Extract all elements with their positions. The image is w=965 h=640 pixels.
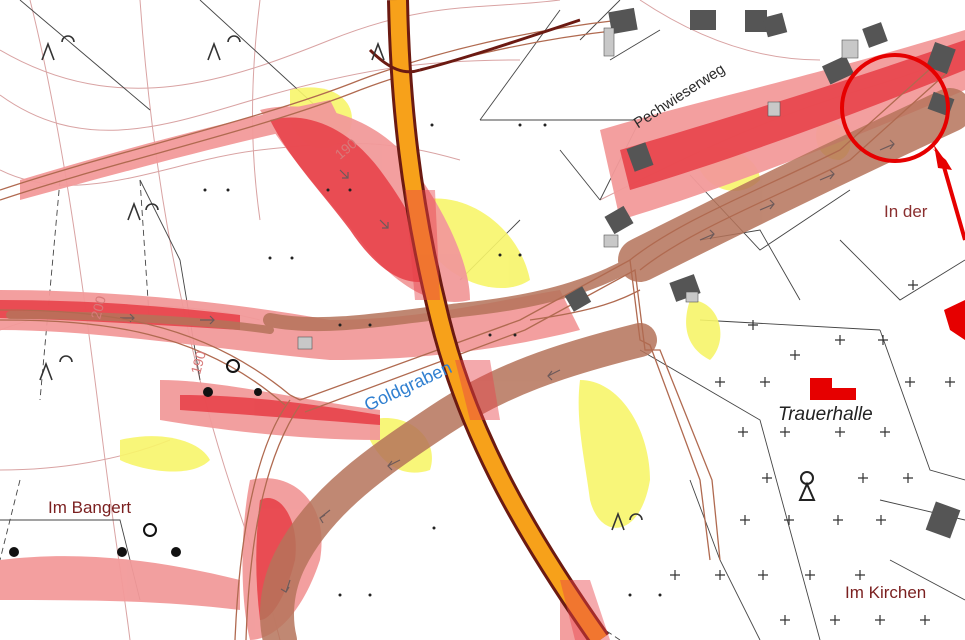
red-building-edge <box>944 300 965 340</box>
locality-label-im-kirchen: Im Kirchen <box>845 583 927 602</box>
vegetation-dots <box>203 123 662 597</box>
trauerhalle-building <box>810 378 856 400</box>
contour-labels: 190 190 200 <box>87 135 360 376</box>
locality-label-in-der: In der <box>884 202 928 221</box>
locality-label-im-bangert: Im Bangert <box>48 498 132 517</box>
buildings <box>564 7 961 539</box>
tree-symbols <box>9 359 262 557</box>
flow-channels <box>6 88 965 640</box>
paths <box>0 19 951 640</box>
pointer-arrow <box>940 159 965 241</box>
monument-icon <box>798 471 816 501</box>
road-hazard-overlay <box>405 190 610 640</box>
building-label-trauerhalle: Trauerhalle <box>778 404 873 425</box>
highlight-annotation <box>840 53 965 241</box>
cemetery-cross-symbols <box>670 280 955 625</box>
grassland-symbols <box>39 35 643 531</box>
sheds <box>297 27 859 350</box>
contour-label-200: 200 <box>87 294 109 321</box>
contour-label-190-b: 190 <box>187 349 209 376</box>
highlighted-buildings <box>810 300 965 400</box>
highlight-circle <box>840 53 950 163</box>
